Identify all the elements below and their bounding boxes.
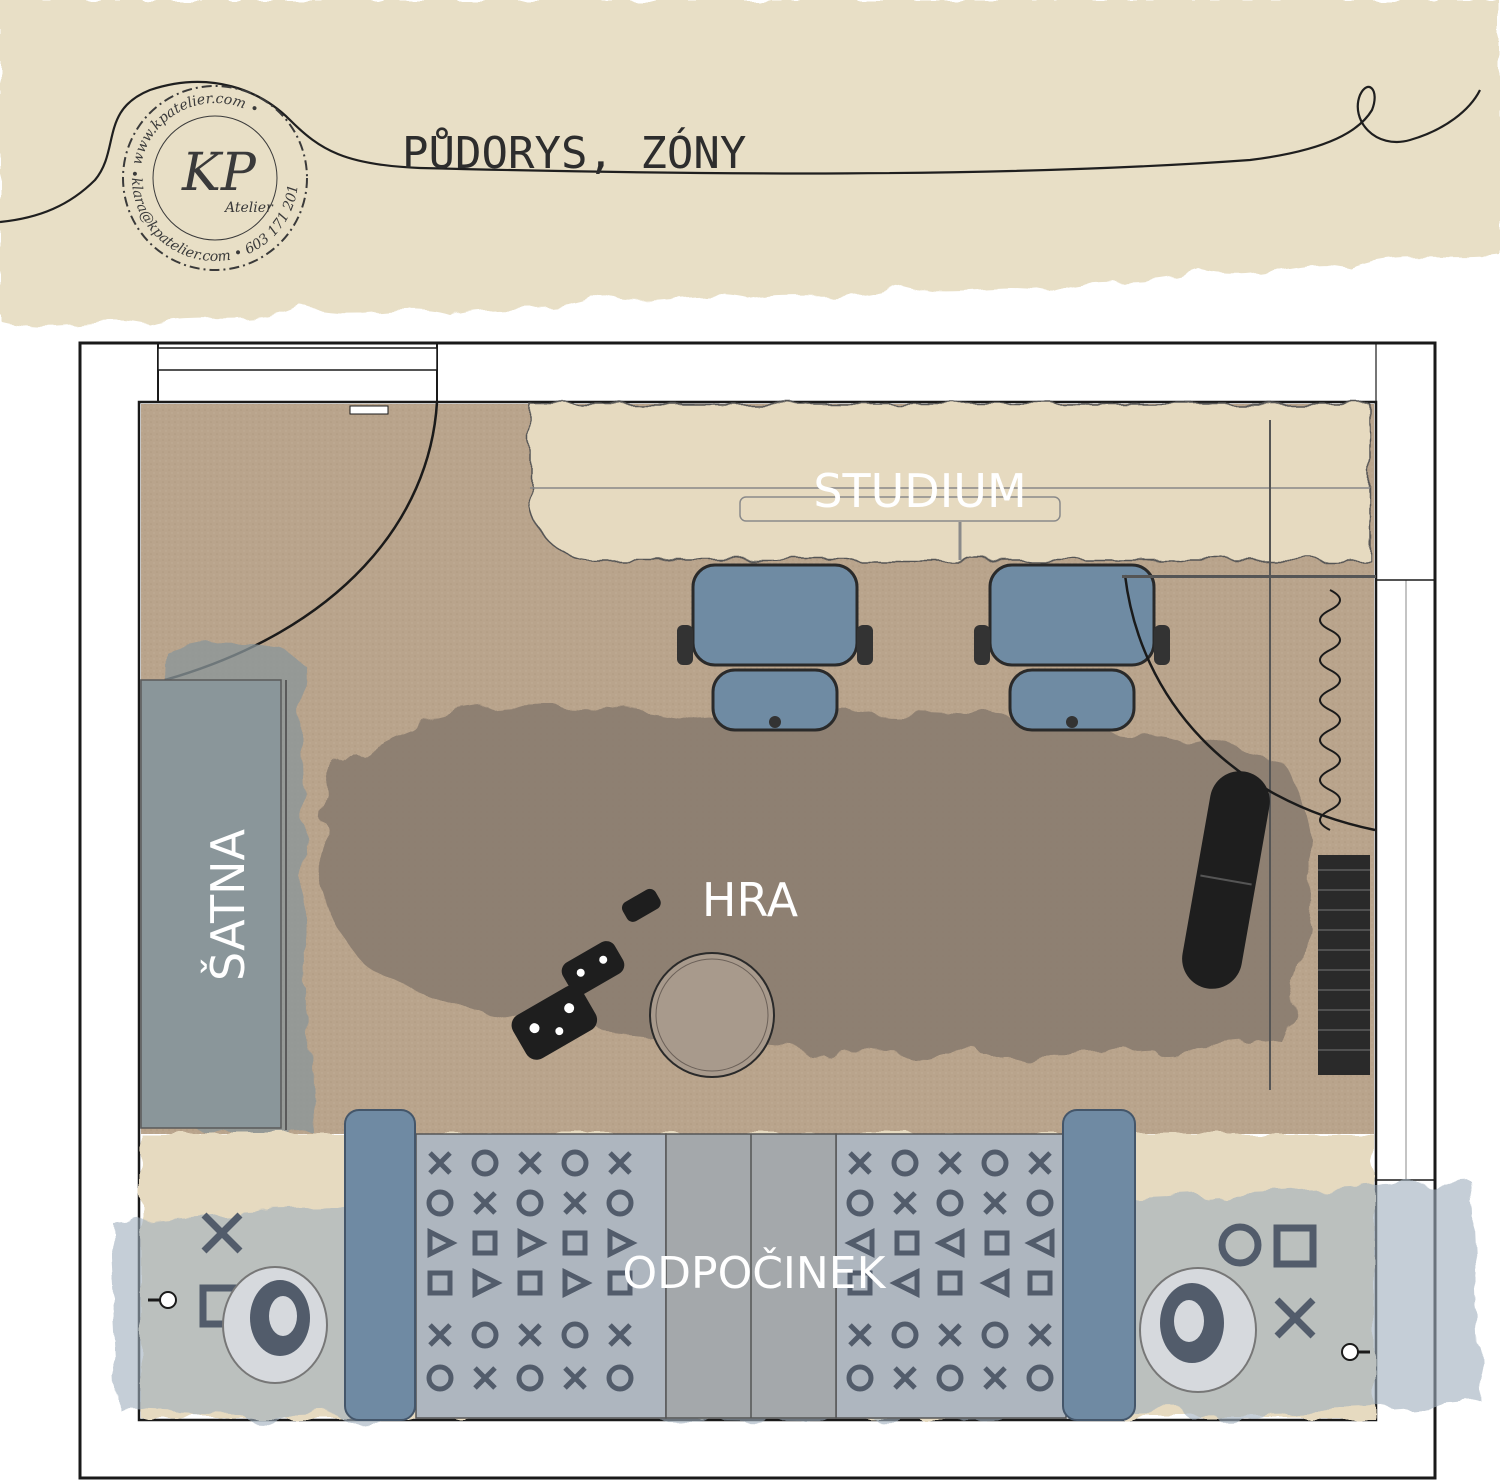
outer-walls — [78, 341, 1437, 1480]
zone-label-studium: STUDIUM — [813, 464, 1026, 518]
study-desk — [529, 403, 1371, 1090]
ps-symbol-pattern-left — [426, 1149, 638, 1392]
skateboard-icon — [1182, 771, 1270, 989]
game-controller-icon — [511, 985, 598, 1060]
round-pillow-icon — [222, 1266, 328, 1384]
office-chair-icon — [677, 563, 873, 732]
zone-label-satna: ŠATNA — [200, 829, 255, 981]
logo-script: Atelier — [223, 200, 274, 216]
radiator-icon — [1318, 855, 1370, 1075]
door-right-swing — [1123, 574, 1376, 832]
play-zone-area — [320, 704, 1314, 1055]
round-pouf-icon — [649, 952, 775, 1078]
zone-label-hra: HRA — [702, 873, 799, 927]
office-chair-icon — [974, 563, 1170, 732]
ps-symbol-pattern-right — [844, 1149, 1055, 1392]
header-swoosh-line — [0, 80, 1481, 224]
door-right-leaf — [1122, 575, 1376, 578]
logo-monogram: KP — [181, 143, 257, 203]
game-controller-icon — [561, 941, 625, 995]
bedside-lamp-icon — [1341, 1343, 1370, 1361]
zone-label-odpocinek: ODPOČINEK — [623, 1246, 887, 1299]
bedside-lamp-icon — [148, 1291, 177, 1309]
page-title: PŮDORYS, ZÓNY — [402, 126, 746, 179]
round-pillow-icon — [1139, 1267, 1257, 1393]
header-band: PŮDORYS, ZÓNY — [0, 0, 1500, 326]
game-controller-icon — [621, 888, 661, 922]
ps-symbols-right-end — [1218, 1223, 1317, 1339]
hanging-clothes-line — [1319, 589, 1341, 831]
wardrobe — [140, 639, 310, 1136]
door-top-left — [157, 347, 439, 682]
